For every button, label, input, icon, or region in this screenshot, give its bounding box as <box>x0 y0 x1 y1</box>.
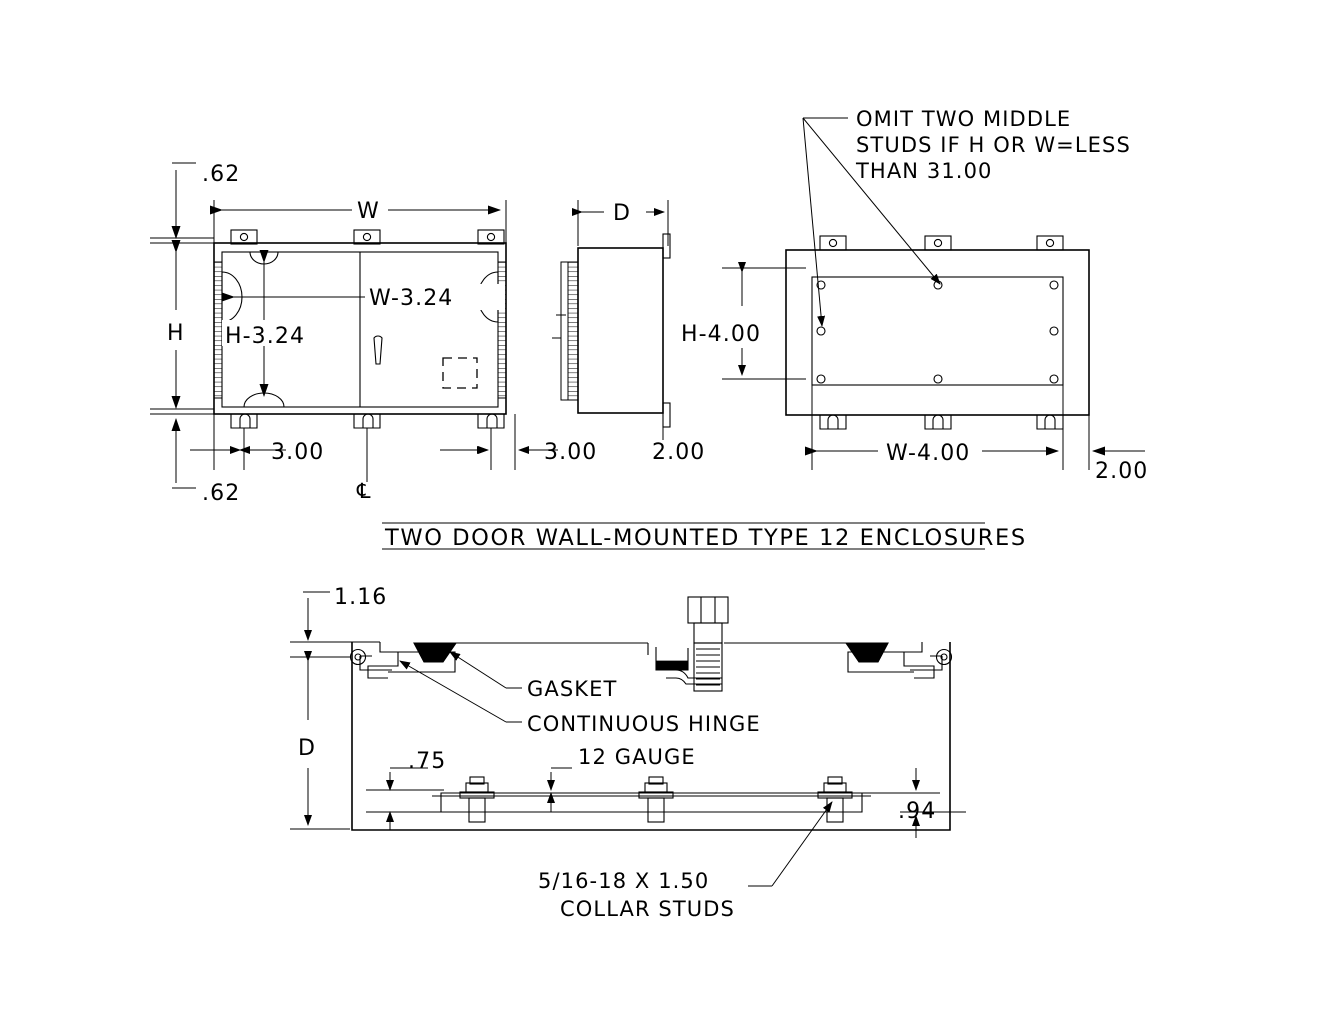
sheet-title: TWO DOOR WALL-MOUNTED TYPE 12 ENCLOSURES <box>384 525 1027 551</box>
rear-stud-holes <box>816 280 1059 384</box>
section-dim-flange: 1.16 <box>334 585 387 610</box>
front-dim-bottom-offset: .62 <box>202 481 240 506</box>
front-dim-top-offset: .62 <box>202 162 240 187</box>
rear-note-line3: THAN 31.00 <box>855 159 993 183</box>
rear-note-line2: STUDS IF H OR W=LESS <box>856 133 1131 157</box>
rear-dim-stud-width: W-4.00 <box>886 441 970 466</box>
section-right-hinge <box>844 642 953 679</box>
gauge-label: 12 GAUGE <box>578 745 696 769</box>
gasket-label: GASKET <box>527 677 617 701</box>
front-left-hinge-strip <box>213 261 223 399</box>
sheet-title-group: TWO DOOR WALL-MOUNTED TYPE 12 ENCLOSURES <box>382 522 1027 551</box>
section-view-labels: 1.16 D .75 .94 GASKET CONTINUOUS HINGE 1… <box>298 585 936 921</box>
centerline-symbol: ℄ <box>356 479 372 503</box>
rear-view-geometry <box>722 117 1145 470</box>
section-left-hinge <box>349 642 458 679</box>
front-dim-height: H <box>167 321 185 346</box>
side-view-labels: D 3.00 2.00 <box>544 201 705 465</box>
rear-dim-edge-offset: 2.00 <box>1095 459 1148 484</box>
front-right-hinge-strip <box>497 261 507 399</box>
collar-studs-line2: COLLAR STUDS <box>560 897 735 921</box>
front-dim-bracket-spacing: 3.00 <box>271 440 324 465</box>
side-view-geometry <box>478 200 671 470</box>
front-dim-door-height: H-3.24 <box>225 324 305 349</box>
section-dim-panel-gap: .94 <box>898 799 936 824</box>
side-dim-bracket-edge: 2.00 <box>652 440 705 465</box>
side-dim-depth: D <box>613 201 631 226</box>
section-dim-panel-offset: .75 <box>408 749 446 774</box>
section-center-latch <box>647 596 729 692</box>
front-top-brackets <box>230 229 505 245</box>
rear-top-brackets <box>819 235 1064 251</box>
section-back-panel <box>432 792 871 813</box>
section-dim-depth: D <box>298 736 316 761</box>
rear-note-line1: OMIT TWO MIDDLE <box>856 107 1071 131</box>
section-view-geometry <box>290 591 966 887</box>
collar-studs-line1: 5/16-18 X 1.50 <box>538 869 709 893</box>
front-view-labels: .62 W H W-3.24 H-3.24 .62 3.00 ℄ <box>167 162 453 506</box>
side-dim-bracket-spacing: 3.00 <box>544 440 597 465</box>
front-dim-door-width: W-3.24 <box>369 286 453 311</box>
front-dim-width: W <box>357 199 380 224</box>
rear-bottom-brackets <box>819 414 1064 430</box>
continuous-hinge-label: CONTINUOUS HINGE <box>527 712 761 736</box>
rear-view-labels: OMIT TWO MIDDLE STUDS IF H OR W=LESS THA… <box>681 107 1148 484</box>
section-collar-studs <box>459 776 853 823</box>
front-view-geometry <box>150 162 507 489</box>
front-bottom-brackets <box>230 413 505 429</box>
rear-dim-stud-height: H-4.00 <box>681 322 761 347</box>
